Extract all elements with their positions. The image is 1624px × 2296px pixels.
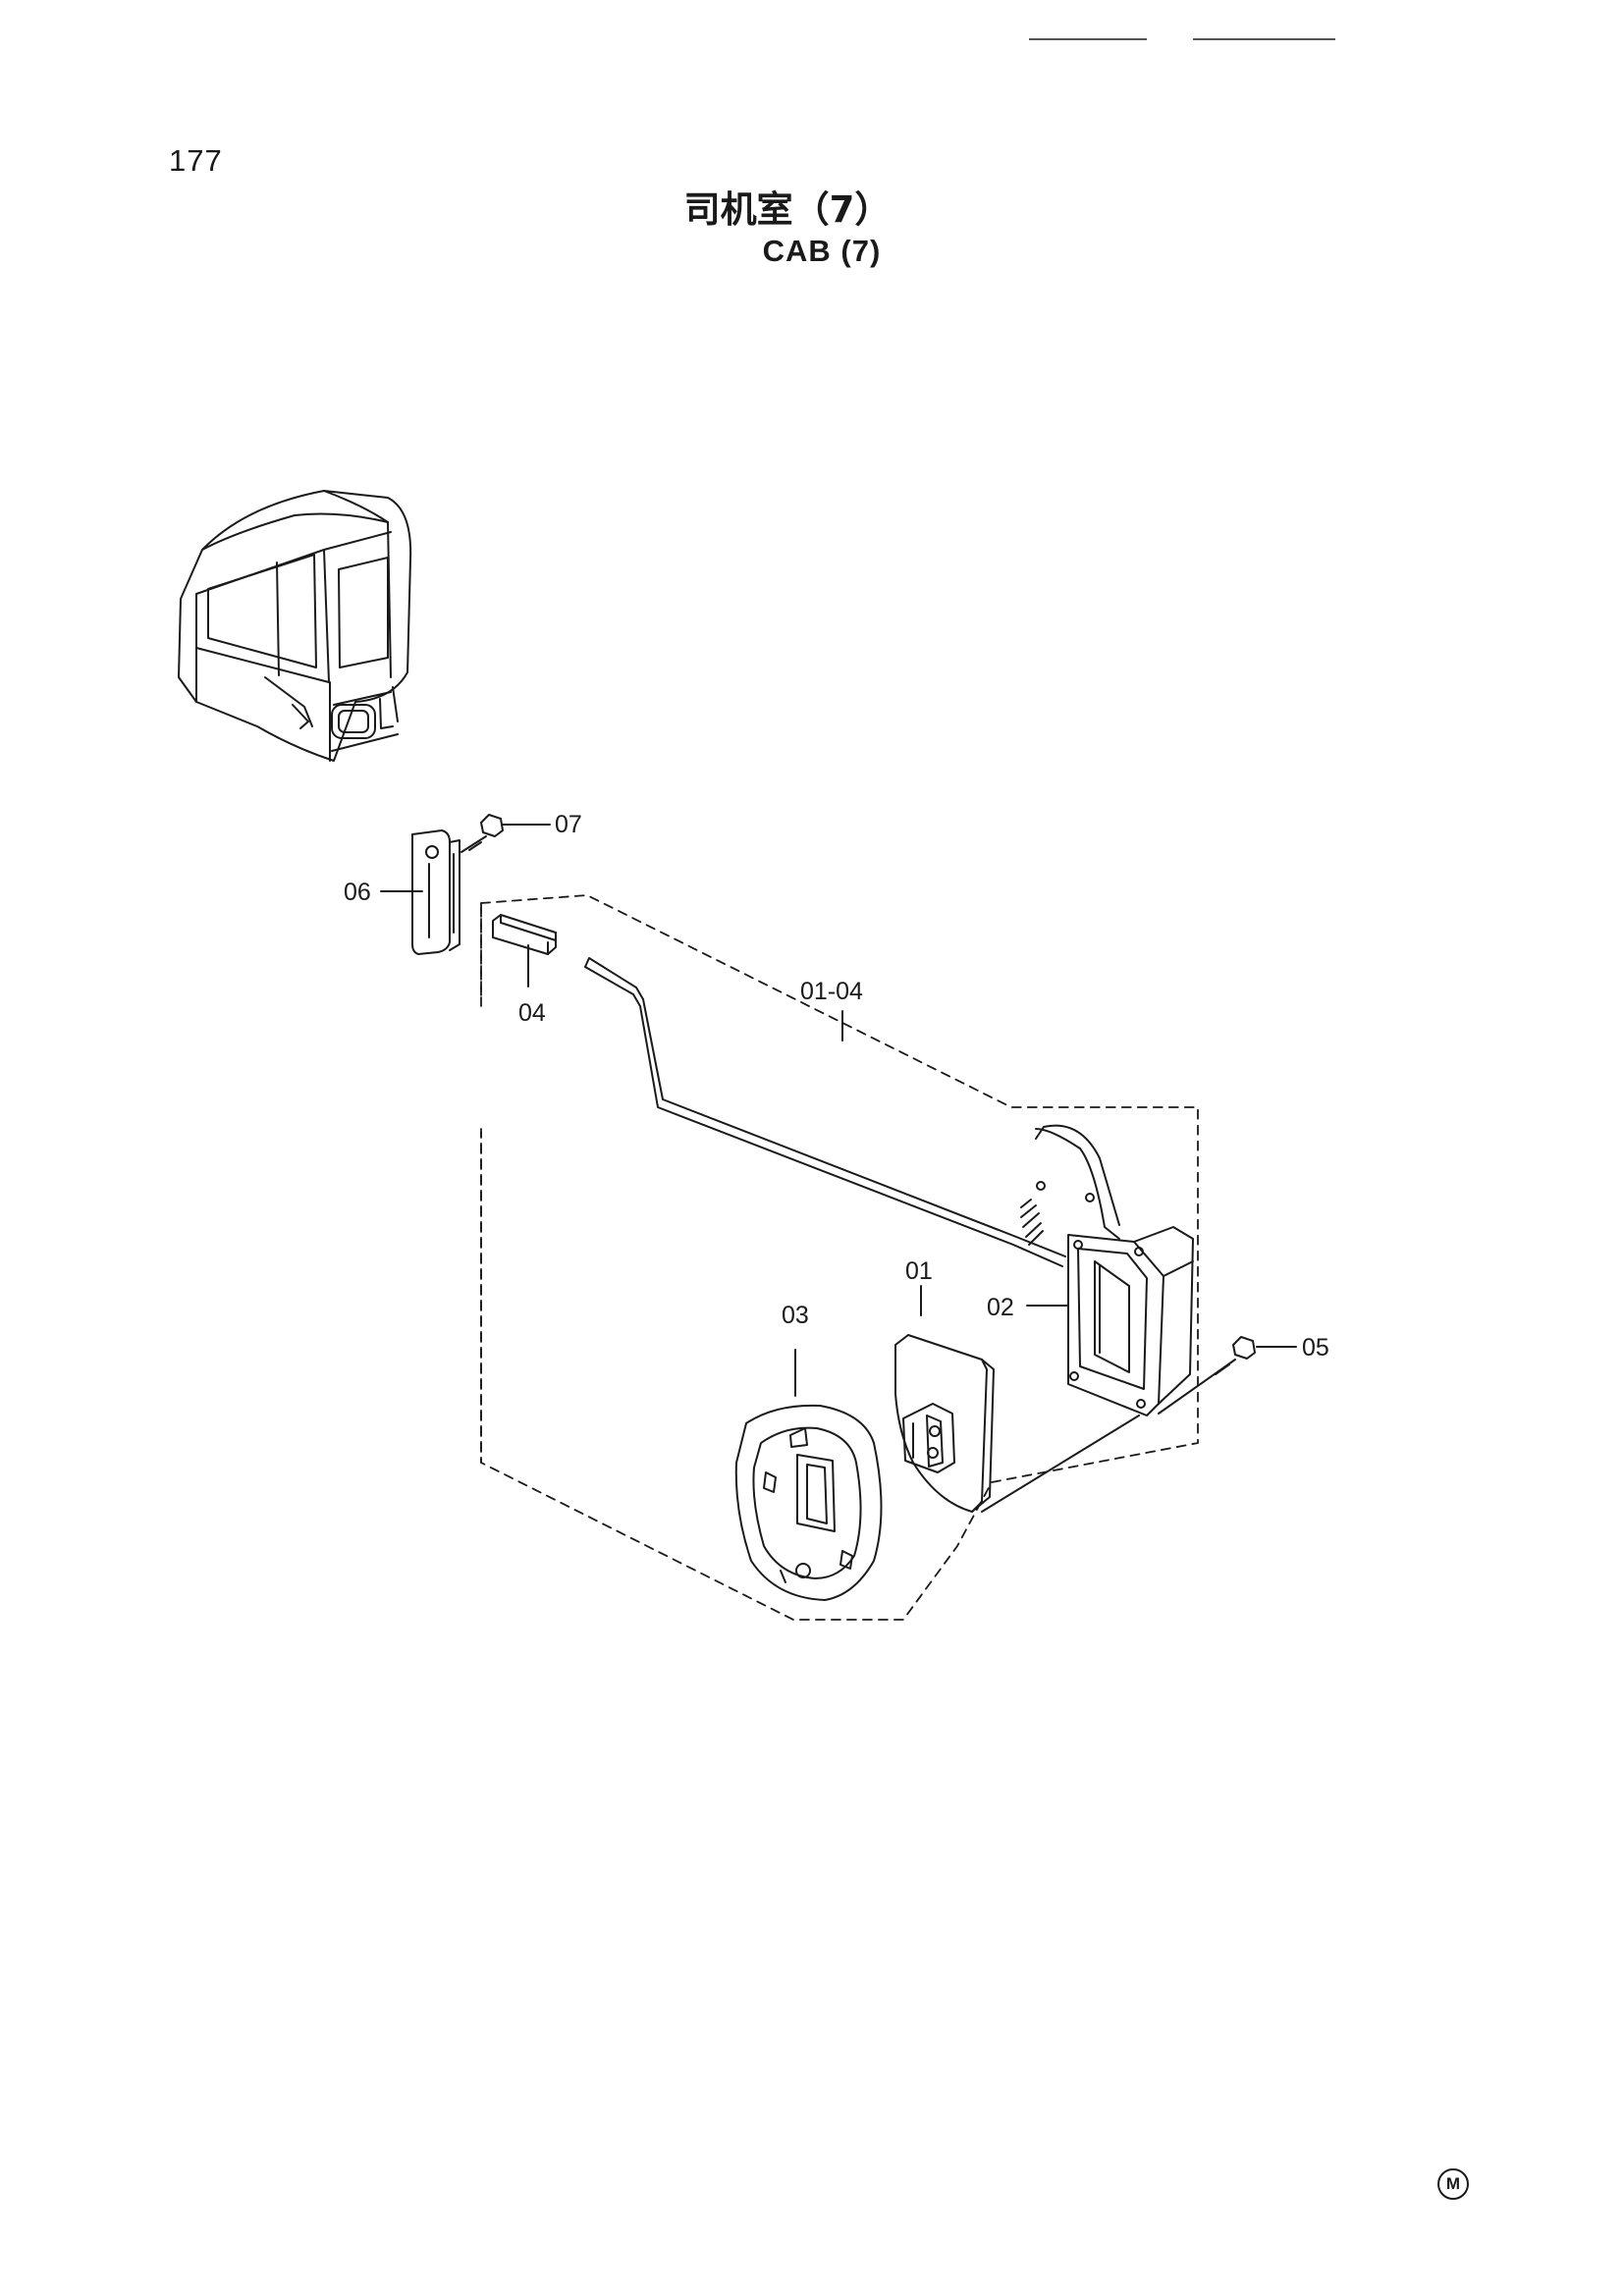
callout-06: 06 xyxy=(344,879,371,906)
callout-03: 03 xyxy=(782,1302,809,1329)
part-02-bracket xyxy=(1035,1124,1194,1416)
callout-01-04: 01-04 xyxy=(800,978,863,1005)
part-01-switch-plate xyxy=(894,1285,1140,1513)
part-05-screw xyxy=(1158,1336,1297,1415)
callout-05: 05 xyxy=(1302,1334,1329,1362)
callout-04: 04 xyxy=(518,999,546,1027)
registered-mark: M xyxy=(1437,2168,1469,2200)
header-rule-left xyxy=(1029,38,1147,40)
page-title-cn: 司机室（7） xyxy=(683,188,892,231)
part-04-knob xyxy=(492,914,557,988)
rod-01-04 xyxy=(584,957,1066,1267)
part-07-screw xyxy=(460,814,551,853)
page-title-en: CAB (7) xyxy=(762,234,882,268)
part-03-bezel xyxy=(734,1349,883,1601)
part-06-plate xyxy=(411,829,460,955)
group-01-04-boundary xyxy=(480,894,1199,1621)
callout-01: 01 xyxy=(905,1257,933,1285)
callout-02: 02 xyxy=(987,1294,1014,1321)
page-number: 177 xyxy=(169,143,223,178)
callout-07: 07 xyxy=(555,811,582,838)
header-rule-right xyxy=(1193,38,1335,40)
cab-location-thumbnail xyxy=(178,490,412,762)
